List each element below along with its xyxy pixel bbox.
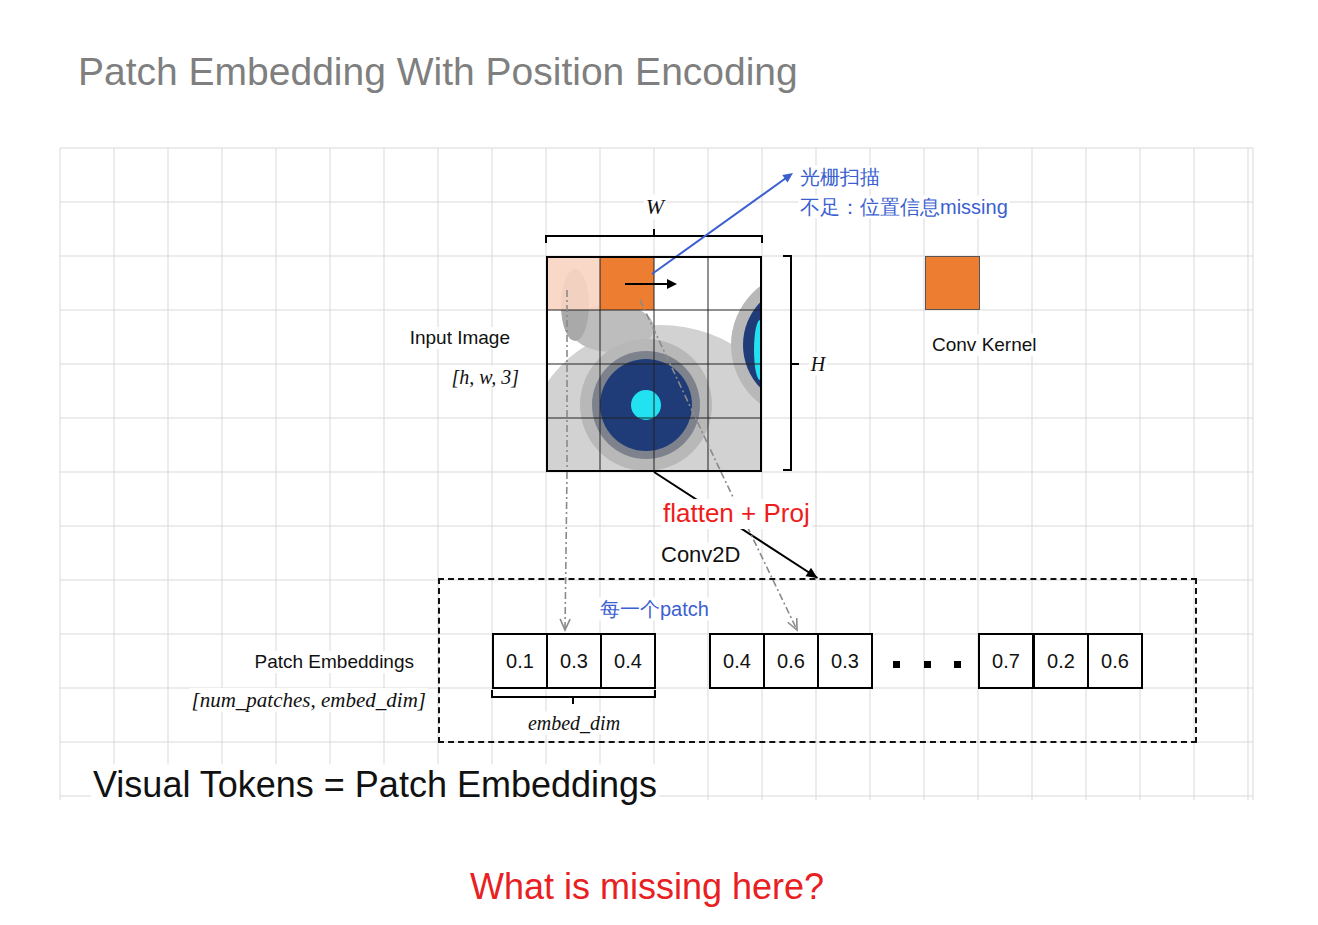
diagram-title: Patch Embedding With Position Encoding (76, 50, 800, 95)
arrowhead (788, 618, 797, 630)
embedding-cell: 0.4 (709, 633, 765, 689)
callout-leader (652, 173, 793, 274)
statement-text: Visual Tokens = Patch Embeddings (91, 764, 659, 805)
node-text: Input Image (408, 327, 512, 349)
embedding-cell: 0.2 (1033, 633, 1089, 689)
embedding-cell: 0.7 (978, 633, 1034, 689)
node-text: 0.7 (990, 650, 1022, 673)
node-text: 0.3 (558, 650, 590, 673)
node-text: 0.6 (1099, 650, 1131, 673)
annotation-note: 光栅扫描 (798, 166, 882, 189)
embedding-cell: 0.4 (600, 633, 656, 689)
annotation-note: 每一个patch (598, 598, 711, 621)
embed-dim-bracket (492, 690, 655, 704)
scan-arrow (625, 279, 677, 289)
node-text: Conv Kernel (930, 334, 1039, 356)
width-bracket (546, 229, 762, 243)
arrowhead (806, 568, 818, 578)
dimension-label: W (644, 194, 666, 219)
arrowhead (560, 619, 570, 630)
ellipsis-dots (893, 661, 961, 668)
connector (654, 472, 818, 578)
annotation-note: 不足：位置信息missing (798, 196, 1010, 219)
node-text: 0.1 (504, 650, 536, 673)
image-illustration (546, 256, 762, 472)
node-text: 0.6 (775, 650, 807, 673)
embedding-cell: 0.3 (546, 633, 602, 689)
embedding-cell: 0.6 (1087, 633, 1143, 689)
embedding-cell: 0.3 (817, 633, 873, 689)
node-subtext: [num_patches, embed_dim] (190, 688, 428, 712)
dimension-label: embed_dim (526, 712, 622, 735)
operation-label: flatten + Proj (661, 499, 812, 529)
patch-embeddings-region: Patch Embeddings[num_patches, embed_dim]… (438, 578, 1197, 743)
conv-kernel: Conv Kernel (925, 256, 980, 310)
caption-question: What is missing here? (468, 866, 826, 907)
edge-label: Conv2D (659, 542, 742, 567)
node-text: 0.2 (1045, 650, 1077, 673)
node-subtext: [h, w, 3] (450, 366, 521, 389)
input-image: Input Image[h, w, 3] (546, 256, 762, 472)
node-text: 0.3 (829, 650, 861, 673)
embedding-cell: 0.6 (763, 633, 819, 689)
node-text: Patch Embeddings (253, 651, 417, 673)
height-bracket (783, 256, 799, 470)
embedding-cell: 0.1 (492, 633, 548, 689)
grid (60, 148, 1253, 800)
node-text: 0.4 (721, 650, 753, 673)
connector (565, 472, 567, 630)
patch-trace-in-image (567, 290, 721, 472)
node-text: 0.4 (612, 650, 644, 673)
dimension-label: H (809, 353, 827, 376)
